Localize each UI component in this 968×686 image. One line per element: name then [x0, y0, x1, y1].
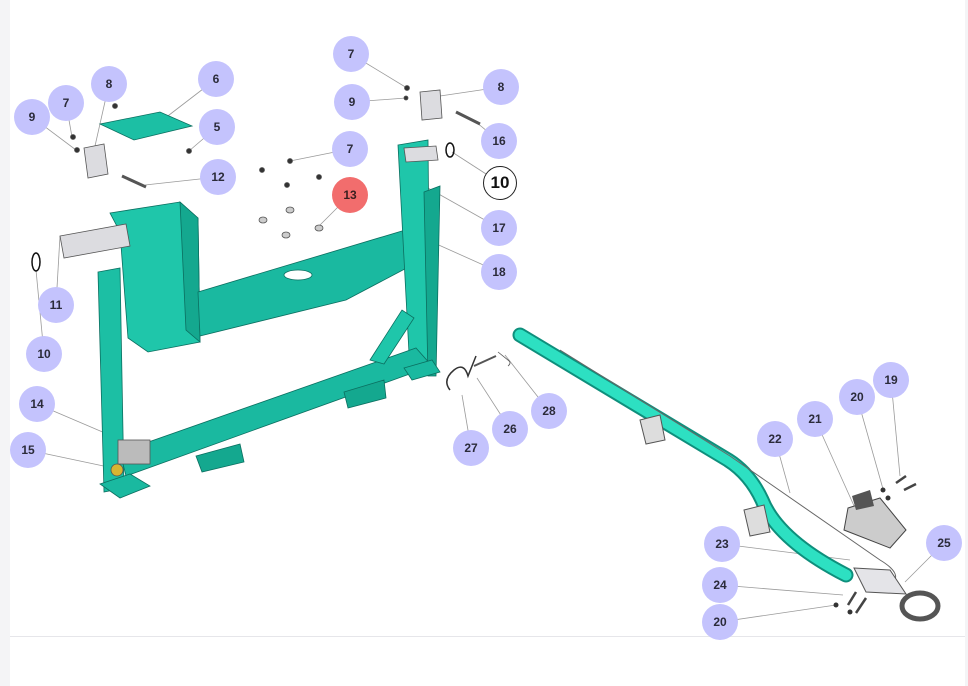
- foot-right: [403, 359, 441, 381]
- right-post-rear: [423, 185, 441, 377]
- callout-part-12[interactable]: 12: [200, 159, 236, 195]
- lower-crossbeam: [119, 347, 433, 477]
- callout-part-19[interactable]: 19: [873, 362, 909, 398]
- callout-part-10[interactable]: 10: [26, 336, 62, 372]
- callout-part-26[interactable]: 26: [492, 411, 528, 447]
- bracket-left: [83, 143, 109, 179]
- upper-crossbeam: [197, 227, 419, 337]
- callout-part-27[interactable]: 27: [453, 430, 489, 466]
- callout-part-9[interactable]: 9: [14, 99, 50, 135]
- callout-part-20[interactable]: 20: [702, 604, 738, 640]
- callout-part-7[interactable]: 7: [333, 36, 369, 72]
- frame: [97, 111, 441, 499]
- callout-part-23[interactable]: 23: [704, 526, 740, 562]
- callout-part-11[interactable]: 11: [38, 287, 74, 323]
- callout-part-8[interactable]: 8: [483, 69, 519, 105]
- callout-part-20[interactable]: 20: [839, 379, 875, 415]
- cover-plate: [98, 111, 194, 141]
- callout-part-6[interactable]: 6: [198, 61, 234, 97]
- callout-part-22[interactable]: 22: [757, 421, 793, 457]
- coupling: [843, 497, 907, 549]
- callout-part-7[interactable]: 7: [48, 85, 84, 121]
- callout-part-24[interactable]: 24: [702, 567, 738, 603]
- bracket-right: [419, 89, 443, 121]
- callout-part-10[interactable]: 10: [483, 166, 517, 200]
- callout-part-18[interactable]: 18: [481, 254, 517, 290]
- brace: [369, 309, 415, 365]
- callout-part-8[interactable]: 8: [91, 66, 127, 102]
- lower-panel: [10, 637, 965, 686]
- callout-part-21[interactable]: 21: [797, 401, 833, 437]
- callout-part-5[interactable]: 5: [199, 109, 235, 145]
- callout-part-15[interactable]: 15: [10, 432, 46, 468]
- shafts-and-hardware: [31, 85, 511, 391]
- callout-part-13[interactable]: 13: [332, 177, 368, 213]
- callout-part-9[interactable]: 9: [334, 84, 370, 120]
- eye-bracket: [853, 567, 907, 595]
- callout-part-14[interactable]: 14: [19, 386, 55, 422]
- shaft: [59, 223, 131, 259]
- callout-part-17[interactable]: 17: [481, 210, 517, 246]
- drawbar: [512, 327, 941, 622]
- foot-left: [99, 473, 151, 499]
- callout-part-25[interactable]: 25: [926, 525, 962, 561]
- callout-part-28[interactable]: 28: [531, 393, 567, 429]
- callout-part-16[interactable]: 16: [481, 123, 517, 159]
- callout-part-7[interactable]: 7: [332, 131, 368, 167]
